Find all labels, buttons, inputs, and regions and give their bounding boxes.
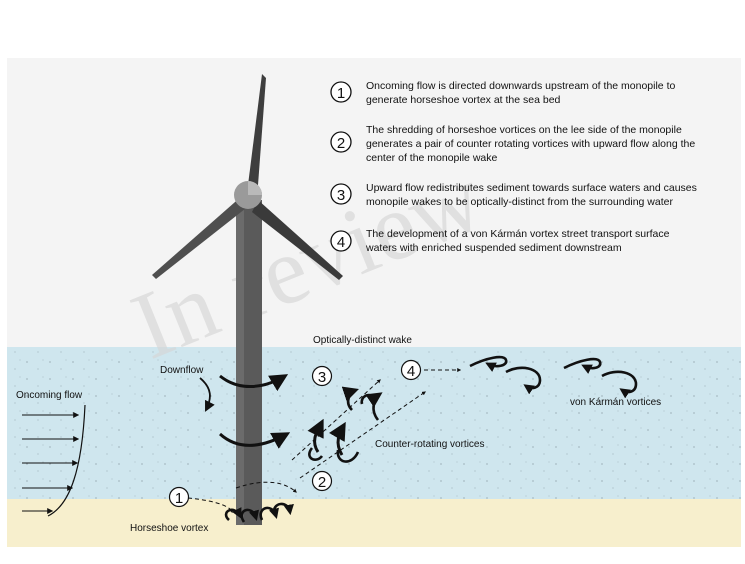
velocity-profile-curve (47, 404, 86, 517)
downflow-arrow (199, 377, 215, 412)
horseshoe-vortex (187, 481, 297, 523)
label-downflow: Downflow (160, 365, 204, 376)
label-horseshoe-vortex: Horseshoe vortex (130, 523, 208, 534)
svg-text:center of the monopile wake: center of the monopile wake (366, 152, 497, 164)
legend-item-4: 4 The development of a von Kármán vortex… (330, 228, 670, 254)
label-counter-rotating-vortices: Counter-rotating vortices (375, 439, 485, 450)
counter-rotating-vortices (291, 379, 426, 479)
svg-text:4: 4 (407, 363, 415, 380)
turbine-blade-up (248, 74, 266, 185)
svg-text:Oncoming flow is directed down: Oncoming flow is directed downwards upst… (366, 80, 675, 92)
label-oncoming-flow: Oncoming flow (16, 390, 83, 401)
svg-text:generates a pair of counter ro: generates a pair of counter rotating vor… (366, 138, 695, 150)
legend: 1 Oncoming flow is directed downwards up… (330, 80, 697, 254)
svg-text:waters with enriched suspended: waters with enriched suspended sediment … (365, 242, 622, 254)
svg-text:2: 2 (337, 135, 345, 152)
svg-text:2: 2 (318, 474, 326, 491)
turbine-nacelle (248, 181, 262, 195)
marker-2: 2 (311, 470, 333, 492)
marker-1: 1 (168, 486, 190, 508)
downflow-curve-upper (219, 374, 289, 392)
turbine-blade-left (152, 195, 250, 279)
legend-item-2: 2 The shredding of horseshoe vortices on… (330, 124, 695, 164)
svg-text:The shredding of horseshoe vor: The shredding of horseshoe vortices on t… (366, 124, 682, 136)
svg-text:4: 4 (337, 234, 345, 251)
marker-4: 4 (400, 359, 422, 381)
tower-shade (236, 200, 244, 525)
svg-text:Upward flow redistributes sedi: Upward flow redistributes sediment towar… (366, 182, 697, 194)
von-karman-vortex-street (424, 355, 638, 399)
svg-text:generate horseshoe vortex at t: generate horseshoe vortex at the sea bed (366, 94, 561, 106)
wind-turbine (152, 74, 343, 525)
turbine-blade-right (252, 200, 343, 280)
downflow-curve-lower (218, 432, 291, 449)
seabed-region (7, 499, 741, 547)
svg-text:The development of a von Kármá: The development of a von Kármán vortex s… (366, 228, 670, 240)
label-optically-distinct-wake: Optically-distinct wake (313, 335, 412, 346)
svg-text:monopile wakes to be optically: monopile wakes to be optically-distinct … (366, 196, 673, 208)
marker-3: 3 (311, 365, 333, 387)
label-von-karman-vortices: von Kármán vortices (570, 397, 661, 408)
legend-item-1: 1 Oncoming flow is directed downwards up… (330, 80, 675, 106)
svg-text:1: 1 (337, 85, 345, 102)
legend-item-3: 3 Upward flow redistributes sediment tow… (330, 182, 697, 208)
svg-text:3: 3 (318, 369, 326, 386)
svg-text:3: 3 (337, 187, 345, 204)
oncoming-flow-profile (22, 404, 86, 517)
water-speckle (7, 347, 741, 499)
svg-text:1: 1 (175, 490, 183, 507)
